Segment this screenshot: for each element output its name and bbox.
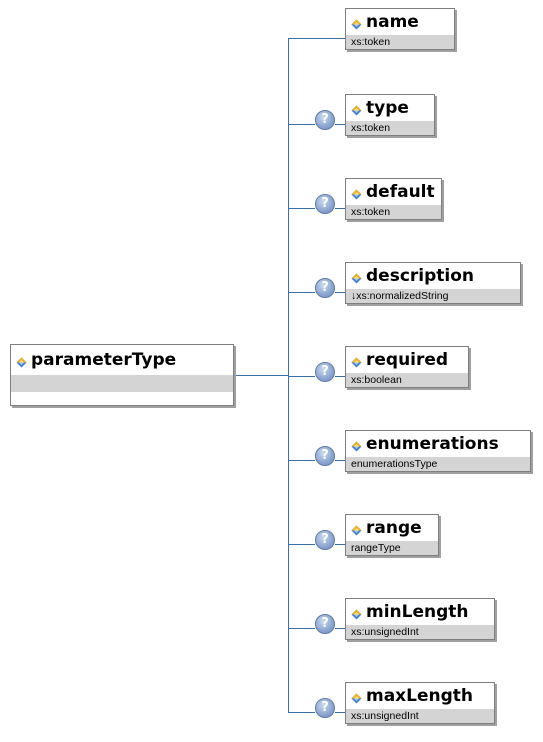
root-element-type <box>11 375 233 392</box>
element-header: default <box>346 179 441 205</box>
element-box-name[interactable]: name xs:token <box>345 8 455 50</box>
element-type: xs:token <box>346 205 441 219</box>
element-name: enumerations <box>366 434 499 454</box>
element-box-enumerations[interactable]: enumerations enumerationsType <box>345 430 531 472</box>
element-type: xs:boolean <box>346 373 468 387</box>
optional-question-icon: ? <box>315 530 335 550</box>
element-type: rangeType <box>346 541 438 555</box>
element-name: type <box>366 98 409 118</box>
root-element-box[interactable]: parameterType <box>10 344 234 406</box>
element-name: minLength <box>366 602 469 622</box>
element-header: description <box>346 263 520 289</box>
element-diamond-icon <box>351 271 362 283</box>
element-name: maxLength <box>366 686 474 706</box>
element-box-description[interactable]: description ↓xs:normalizedString <box>345 262 521 304</box>
element-diamond-icon <box>351 439 362 451</box>
element-box-type[interactable]: type xs:token <box>345 94 435 136</box>
optional-question-icon: ? <box>315 614 335 634</box>
optional-question-icon: ? <box>315 446 335 466</box>
element-name: required <box>366 350 449 370</box>
element-box-max-length[interactable]: maxLength xs:unsignedInt <box>345 682 495 724</box>
root-element-header: parameterType <box>11 345 233 375</box>
element-type: xs:unsignedInt <box>346 625 494 639</box>
element-name: description <box>366 266 475 286</box>
element-name: default <box>366 182 435 202</box>
element-type: xs:unsignedInt <box>346 709 494 723</box>
element-header: range <box>346 515 438 541</box>
element-diamond-icon <box>16 355 27 367</box>
root-element-name: parameterType <box>31 350 177 370</box>
element-header: maxLength <box>346 683 494 709</box>
element-box-required[interactable]: required xs:boolean <box>345 346 469 388</box>
element-diamond-icon <box>351 17 362 29</box>
optional-question-icon: ? <box>315 194 335 214</box>
element-type: xs:token <box>346 121 434 135</box>
element-diamond-icon <box>351 103 362 115</box>
element-diamond-icon <box>351 187 362 199</box>
element-box-min-length[interactable]: minLength xs:unsignedInt <box>345 598 495 640</box>
element-header: name <box>346 9 454 35</box>
optional-question-icon: ? <box>315 698 335 718</box>
element-type: enumerationsType <box>346 457 530 471</box>
element-diamond-icon <box>351 691 362 703</box>
element-box-default[interactable]: default xs:token <box>345 178 442 220</box>
element-header: required <box>346 347 468 373</box>
element-type: xs:token <box>346 35 454 49</box>
element-diamond-icon <box>351 607 362 619</box>
optional-question-icon: ? <box>315 278 335 298</box>
element-type: ↓xs:normalizedString <box>346 289 520 303</box>
element-header: type <box>346 95 434 121</box>
element-box-range[interactable]: range rangeType <box>345 514 439 556</box>
element-diamond-icon <box>351 523 362 535</box>
element-diamond-icon <box>351 355 362 367</box>
element-name: name <box>366 12 419 32</box>
optional-question-icon: ? <box>315 362 335 382</box>
element-header: enumerations <box>346 431 530 457</box>
optional-question-icon: ? <box>315 110 335 130</box>
element-name: range <box>366 518 422 538</box>
element-header: minLength <box>346 599 494 625</box>
